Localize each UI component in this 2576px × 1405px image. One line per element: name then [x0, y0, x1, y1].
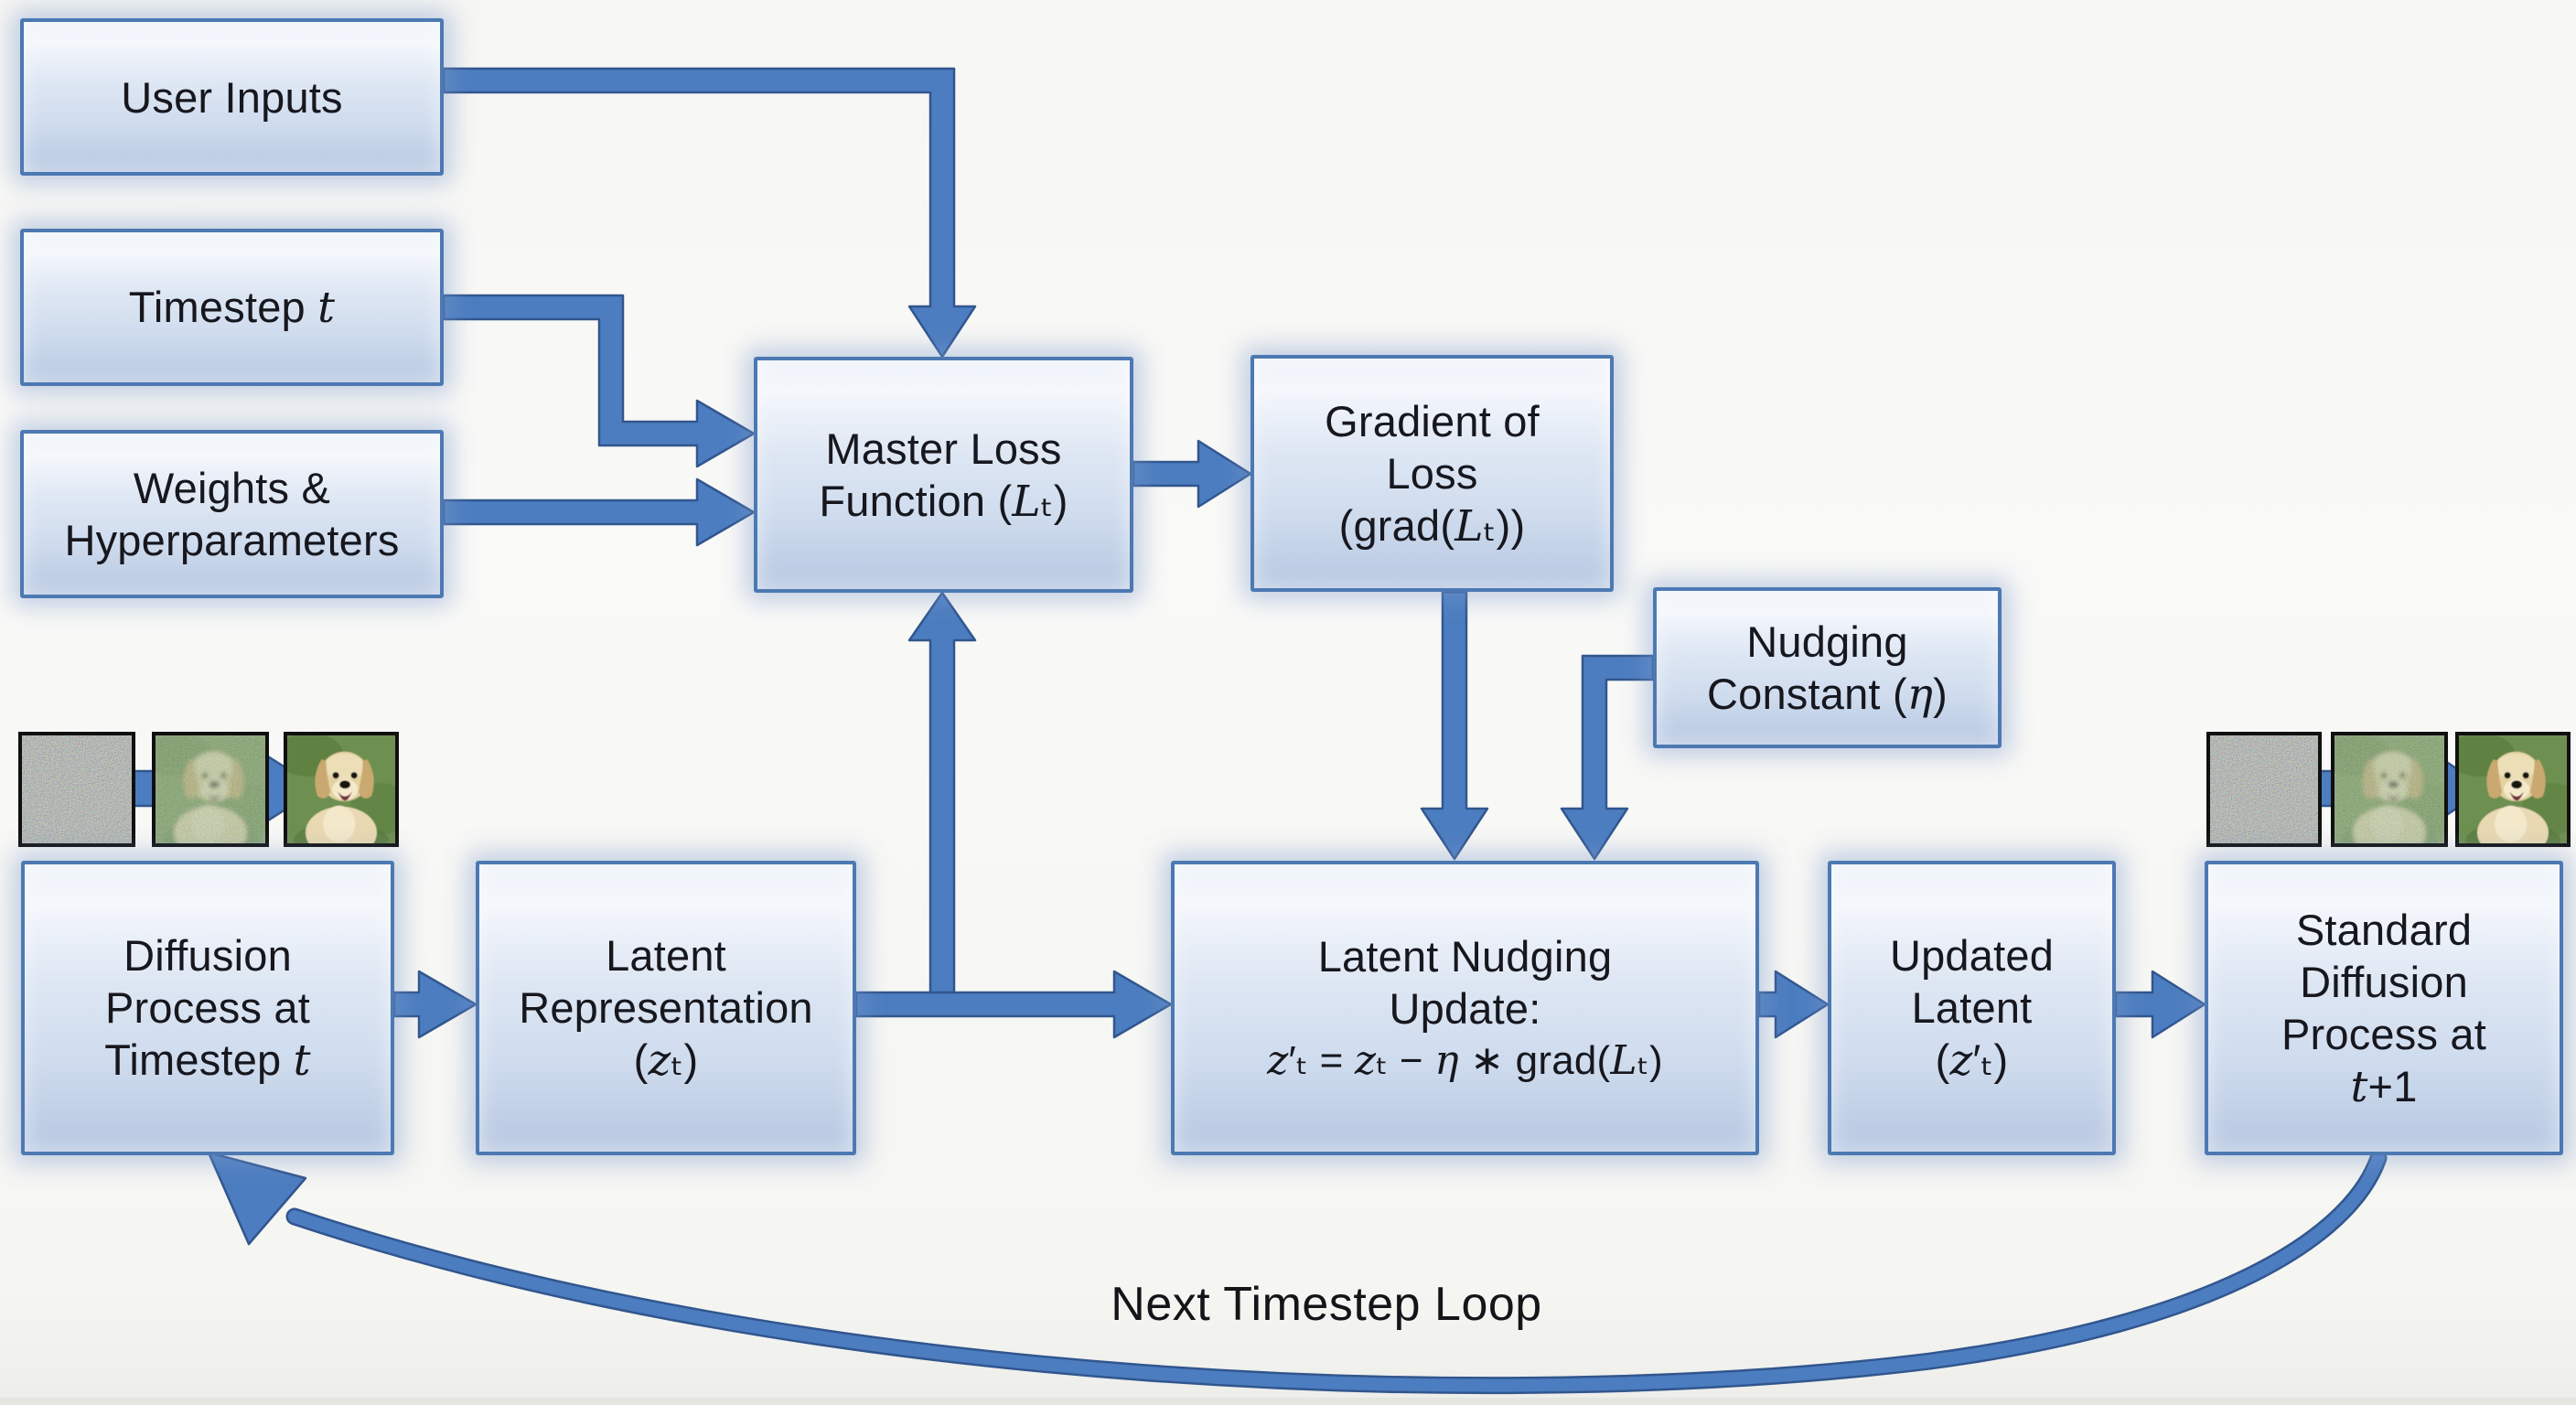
- box-line: Latent Nudging: [1317, 931, 1613, 981]
- box-line: Representation: [519, 983, 813, 1032]
- arrow-weights-to-master-loss: [442, 477, 756, 547]
- partially-denoised-dog-image-right: [2331, 732, 2448, 847]
- box-user-inputs: User Inputs: [20, 18, 444, 176]
- box-line: Diffusion: [2300, 957, 2468, 1006]
- box-diffusion-process: Diffusion Process at Timestep t: [21, 861, 394, 1155]
- box-line: Timestep t: [128, 283, 336, 333]
- box-line: Diffusion: [123, 931, 292, 980]
- box-updated-latent: Updated Latent (z′ₜ): [1828, 861, 2116, 1155]
- box-standard-diffusion: Standard Diffusion Process at t+1: [2205, 861, 2563, 1155]
- loop-label: Next Timestep Loop: [1111, 1278, 1542, 1331]
- box-weights-hyperparameters: Weights & Hyperparameters: [20, 430, 444, 598]
- arrow-user-inputs-to-master-loss: [442, 67, 977, 359]
- box-timestep: Timestep t: [20, 229, 444, 386]
- box-master-loss: Master Loss Function (Lₜ): [754, 357, 1133, 593]
- loop-arrowhead: [207, 1151, 307, 1246]
- box-line: User Inputs: [121, 72, 343, 122]
- box-line: Weights &: [133, 464, 331, 512]
- box-line: (z′ₜ): [1935, 1035, 2009, 1086]
- box-line: Gradient of: [1325, 396, 1540, 445]
- box-line: Process at: [2281, 1009, 2487, 1058]
- box-line: Nudging: [1746, 617, 1908, 666]
- arrow-nudging-constant-to-latent-nudging: [1560, 654, 1655, 861]
- box-latent-representation: Latent Representation (zₜ): [476, 861, 856, 1155]
- box-latent-nudging-update: Latent Nudging Update: z′ₜ = zₜ − η ∗ gr…: [1171, 861, 1759, 1155]
- loop-curve: [288, 1152, 2385, 1392]
- box-line: Timestep t: [104, 1035, 311, 1086]
- partially-denoised-dog-image-left: [152, 732, 269, 847]
- box-line: Update:: [1389, 983, 1541, 1033]
- clear-dog-image-left: [284, 732, 399, 847]
- box-line: Process at: [104, 983, 311, 1032]
- box-line: (zₜ): [633, 1035, 699, 1086]
- scan-band: [0, 1398, 2576, 1405]
- box-line: Latent: [1911, 983, 2033, 1032]
- clear-dog-image-right: [2455, 732, 2571, 847]
- box-line: Master Loss: [825, 424, 1062, 473]
- box-nudging-constant: Nudging Constant (η): [1653, 587, 2002, 748]
- arrow-latent-representation-to-master-loss: [907, 591, 977, 994]
- box-line: t+1: [2350, 1061, 2418, 1112]
- box-line: Latent: [606, 931, 726, 980]
- arrow-gradient-to-latent-nudging: [1420, 590, 1489, 861]
- box-line: (grad(Lₜ)): [1338, 500, 1526, 552]
- noise-image-right: [2206, 732, 2322, 847]
- box-line: Loss: [1386, 448, 1478, 498]
- arrow-latent-representation-to-latent-nudging: [854, 970, 1173, 1039]
- noise-image-left: [18, 732, 135, 847]
- box-line: Updated: [1889, 931, 2055, 980]
- box-line: Constant (η): [1706, 669, 1948, 720]
- arrow-timestep-to-master-loss: [442, 294, 756, 468]
- arrow-diffusion-to-latent-representation: [392, 970, 478, 1039]
- box-line: Function (Lₜ): [819, 476, 1068, 527]
- box-line-equation: z′ₜ = zₜ − η ∗ grad(Lₜ): [1267, 1036, 1663, 1084]
- box-line: Standard: [2295, 905, 2473, 954]
- arrow-updated-latent-to-standard-diffusion: [2114, 970, 2206, 1039]
- loop-curve-edge: [285, 1149, 2388, 1395]
- box-line: Hyperparameters: [64, 516, 400, 564]
- box-gradient-of-loss: Gradient of Loss (grad(Lₜ)): [1250, 355, 1614, 592]
- arrow-master-loss-to-gradient: [1132, 439, 1252, 509]
- arrow-latent-nudging-to-updated-latent: [1757, 970, 1830, 1039]
